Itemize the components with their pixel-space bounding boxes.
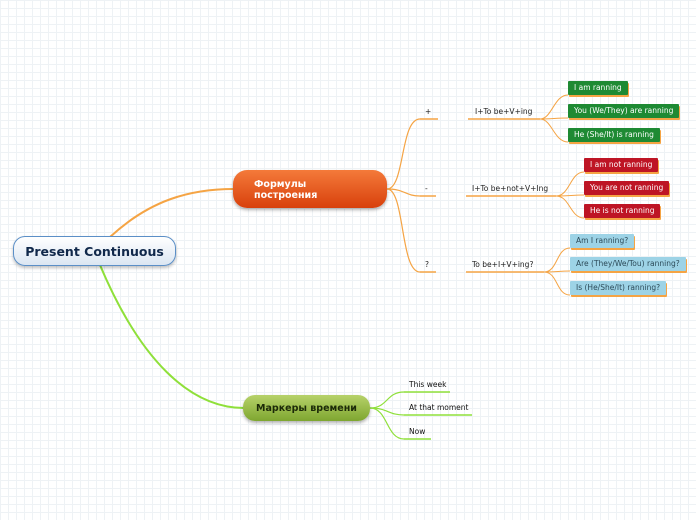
topic-formulas-line2: построения	[254, 190, 318, 201]
sign-minus[interactable]: -	[425, 184, 428, 193]
connector-formulas-minus	[386, 188, 421, 197]
connector-minus-leaf-3	[555, 195, 585, 219]
example-question-1[interactable]: Am I ranning?	[570, 234, 635, 248]
connector-question-leaf-1	[543, 247, 571, 273]
topic-time-markers[interactable]: Маркеры времени	[243, 395, 370, 421]
topic-formulas[interactable]: Формулы построения	[233, 170, 387, 208]
connector-plus-leaf-3	[539, 118, 569, 143]
connector-question-leaf-3	[543, 271, 571, 296]
connector-formulas-question	[386, 188, 421, 273]
example-question-3[interactable]: Is (He/She/It) ranning?	[570, 281, 667, 295]
root-topic[interactable]: Present Continuous	[13, 236, 176, 266]
formula-negative[interactable]: I+To be+not+V+Ing	[472, 184, 549, 193]
topic-formulas-line1: Формулы	[254, 179, 307, 190]
connector-markers-item-3	[369, 407, 405, 440]
connector-root-formulas	[109, 188, 235, 238]
marker-item-1[interactable]: This week	[409, 380, 447, 389]
marker-item-3[interactable]: Now	[409, 427, 426, 436]
sign-question[interactable]: ?	[425, 260, 429, 269]
example-positive-2[interactable]: You (We/They) are ranning	[568, 104, 680, 118]
marker-item-2[interactable]: At that moment	[409, 403, 469, 412]
formula-positive[interactable]: I+To be+V+ing	[475, 107, 533, 116]
connector-markers-item-1	[369, 391, 405, 409]
example-question-2[interactable]: Are (They/We/Tou) ranning?	[570, 257, 686, 271]
example-negative-2[interactable]: You are not ranning	[584, 181, 670, 195]
example-positive-1[interactable]: I am ranning	[568, 81, 628, 95]
sign-plus[interactable]: +	[425, 107, 432, 116]
connector-plus-leaf-1	[539, 94, 569, 120]
connector-minus-leaf-1	[555, 171, 585, 197]
connector-root-markers	[99, 264, 245, 409]
example-negative-3[interactable]: He is not ranning	[584, 204, 661, 218]
formula-question[interactable]: To be+I+V+ing?	[472, 260, 534, 269]
example-negative-1[interactable]: I am not ranning	[584, 158, 659, 172]
connector-formulas-plus	[386, 118, 421, 190]
example-positive-3[interactable]: He (She/It) is ranning	[568, 128, 660, 142]
